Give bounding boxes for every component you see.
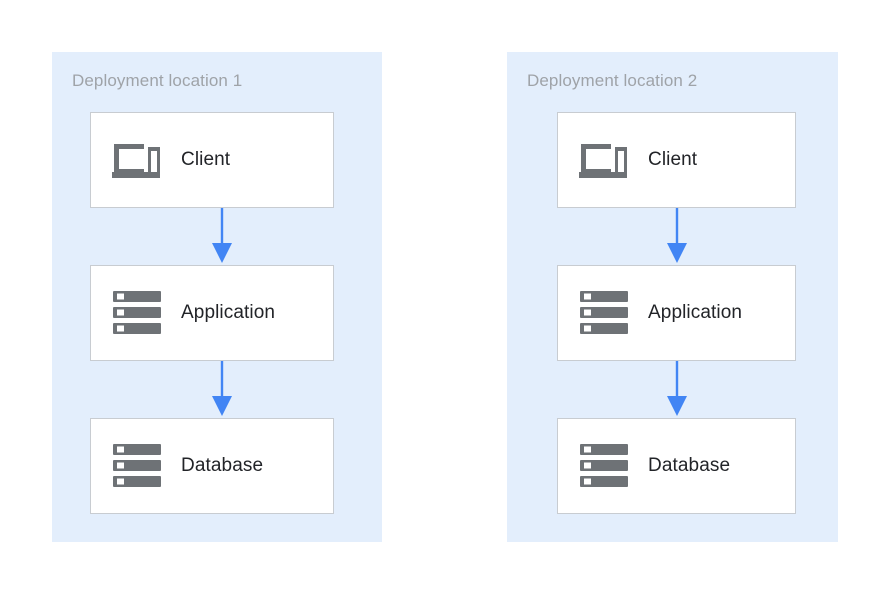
arrow-application-to-database-1 bbox=[212, 361, 232, 416]
server-icon bbox=[576, 440, 632, 492]
node-client-2-label: Client bbox=[648, 149, 698, 170]
node-database-1[interactable]: Database bbox=[90, 418, 334, 514]
node-application-1[interactable]: Application bbox=[90, 265, 334, 361]
deployment-location-2-title: Deployment location 2 bbox=[527, 71, 698, 90]
deployment-location-1-title: Deployment location 1 bbox=[72, 71, 243, 90]
node-application-2[interactable]: Application bbox=[557, 265, 796, 361]
node-client-1-label: Client bbox=[181, 149, 231, 170]
node-database-2-label: Database bbox=[648, 455, 731, 476]
node-application-1-label: Application bbox=[181, 302, 276, 323]
server-icon bbox=[109, 287, 165, 339]
devices-icon bbox=[109, 134, 165, 186]
deployment-location-1-panel: Deployment location 1 Client bbox=[52, 52, 382, 542]
arrow-client-to-application-2 bbox=[667, 208, 687, 263]
server-icon bbox=[576, 287, 632, 339]
node-application-2-label: Application bbox=[648, 302, 743, 323]
arrow-client-to-application-1 bbox=[212, 208, 232, 263]
node-database-2[interactable]: Database bbox=[557, 418, 796, 514]
node-database-1-label: Database bbox=[181, 455, 264, 476]
deployment-location-2-panel: Deployment location 2 Client bbox=[507, 52, 838, 542]
node-client-2[interactable]: Client bbox=[557, 112, 796, 208]
server-icon bbox=[109, 440, 165, 492]
node-client-1[interactable]: Client bbox=[90, 112, 334, 208]
devices-icon bbox=[576, 134, 632, 186]
arrow-application-to-database-2 bbox=[667, 361, 687, 416]
